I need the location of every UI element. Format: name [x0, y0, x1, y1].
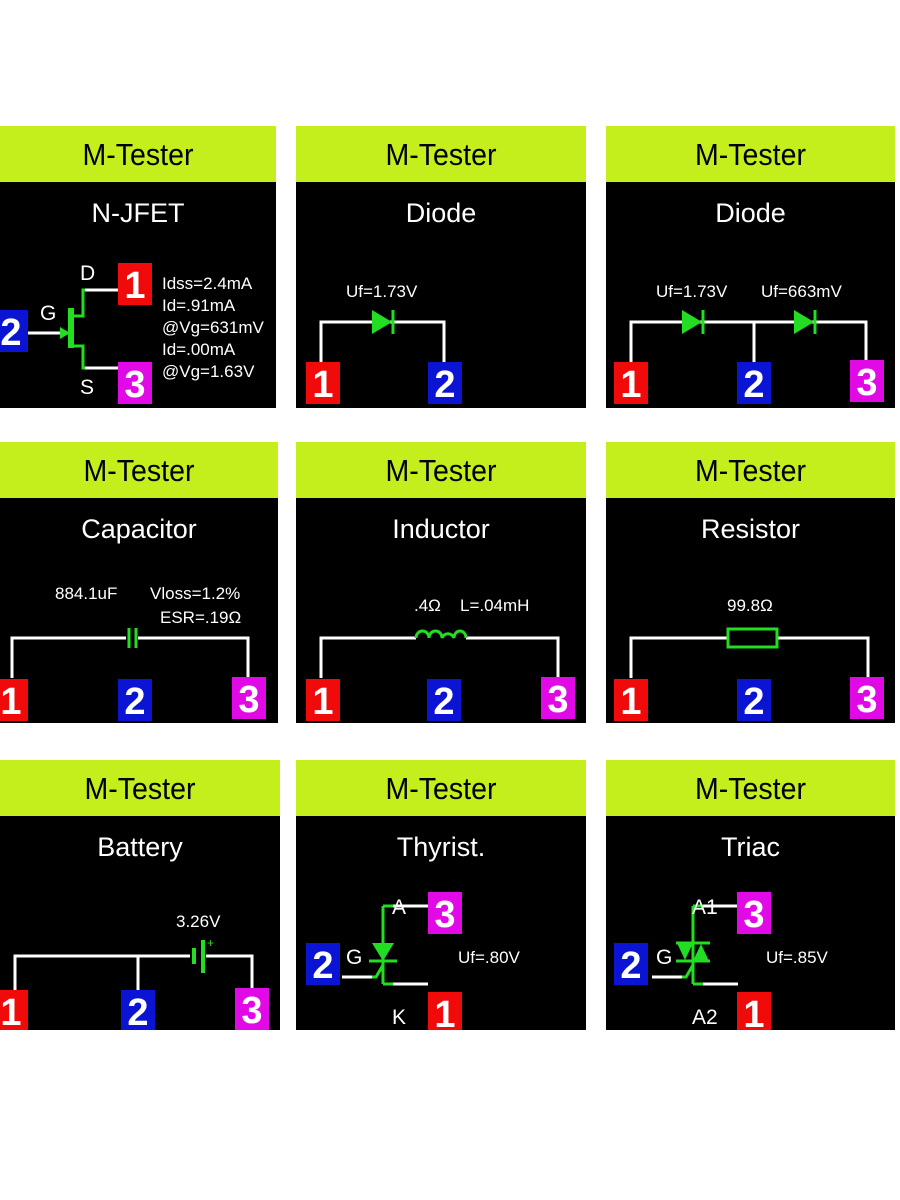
component-type: Diode [715, 198, 786, 228]
panel-header: M-Tester [307, 760, 575, 816]
source-label: S [80, 376, 95, 399]
a2-label: A2 [692, 1006, 718, 1029]
panel-header: M-Tester [617, 760, 884, 816]
panel-header: M-Tester [11, 126, 265, 182]
component-type: Capacitor [81, 514, 197, 544]
anode-label: A [392, 896, 407, 919]
panel-inductor: M-Tester Inductor .4Ω L=.04mH 1 2 3 [296, 442, 586, 723]
reading-id-2: Id=.00mA [162, 340, 236, 359]
pin-3: 3 [428, 892, 462, 936]
triac-symbol-icon [652, 904, 738, 986]
diode-symbol-icon [319, 310, 446, 362]
reading-id-1: Id=.91mA [162, 296, 236, 315]
reading-vloss: Vloss=1.2% [150, 584, 241, 603]
reading-idss: Idss=2.4mA [162, 274, 253, 293]
gate-label: G [656, 946, 673, 969]
reading-uf: Uf=.80V [458, 948, 520, 967]
reading-uf-1: Uf=1.73V [656, 282, 728, 301]
pin-1: 1 [614, 679, 648, 723]
pin-3: 3 [737, 892, 771, 936]
pin-2: 2 [614, 943, 648, 987]
panel-thyristor: M-Tester Thyrist. A G K 3 2 1 Uf=.80V [296, 760, 586, 1030]
inductor-symbol-icon [319, 629, 560, 678]
pin-1: 1 [0, 679, 28, 723]
panel-diode-single: M-Tester Diode Uf=1.73V 1 2 [296, 126, 586, 408]
component-type: Battery [97, 832, 183, 862]
jfet-symbol-icon [28, 288, 118, 370]
panel-header: M-Tester [617, 442, 884, 498]
pin-1: 1 [614, 362, 648, 406]
battery-polarity: + [207, 936, 215, 950]
panel-resistor: M-Tester Resistor 99.8Ω 1 2 3 [606, 442, 895, 723]
pin-2: 2 [428, 362, 462, 406]
reading-esr: ESR=.19Ω [160, 608, 242, 627]
pin-3: 3 [541, 677, 575, 721]
pin-1: 1 [737, 992, 771, 1030]
panel-triac: M-Tester Triac A1 G A2 3 2 1 Uf=.85V [606, 760, 895, 1030]
drain-label: D [80, 262, 96, 285]
pin-2: 2 [427, 679, 461, 723]
pin-2: 2 [306, 943, 340, 987]
component-type: Triac [721, 832, 780, 862]
pin-2: 2 [121, 990, 155, 1030]
a1-label: A1 [692, 896, 718, 919]
pin-3: 3 [235, 988, 269, 1030]
panel-header: M-Tester [11, 442, 267, 498]
reading-vg-2: @Vg=1.63V [162, 362, 255, 381]
reading-resistance: 99.8Ω [727, 596, 773, 615]
component-type: Inductor [392, 514, 490, 544]
capacitor-symbol-icon [10, 628, 250, 678]
component-type: Diode [405, 198, 477, 228]
panel-header: M-Tester [307, 126, 575, 182]
pin-2: 2 [737, 362, 771, 406]
panel-diode-double: M-Tester Diode Uf=1.73V Uf=663mV 1 2 3 [606, 126, 895, 408]
thyristor-symbol-icon [342, 904, 428, 986]
pin-1: 1 [0, 990, 28, 1030]
gate-label: G [40, 302, 57, 325]
pin-2: 2 [118, 679, 152, 723]
reading-uf-2: Uf=663mV [761, 282, 842, 301]
component-type: Thyrist. [396, 832, 486, 862]
pin-1: 1 [428, 992, 462, 1030]
pin-2: 2 [737, 679, 771, 723]
reading-uf: Uf=1.73V [346, 282, 418, 301]
component-type: N-JFET [91, 198, 185, 228]
panel-njfet: M-Tester N-JFET D G S 1 2 3 Idss=2.4mA I… [0, 126, 276, 408]
component-type: Resistor [700, 514, 801, 544]
panel-header: M-Tester [307, 442, 575, 498]
reading-vg-1: @Vg=631mV [162, 318, 264, 337]
reading-voltage: 3.26V [176, 912, 221, 931]
reading-uf: Uf=.85V [766, 948, 828, 967]
reading-capacitance: 884.1uF [55, 584, 118, 603]
reading-resistance: .4Ω [414, 596, 441, 615]
cathode-label: K [392, 1006, 407, 1029]
resistor-symbol-icon [629, 627, 870, 678]
pin-1: 1 [118, 263, 152, 307]
panel-header: M-Tester [617, 126, 884, 182]
battery-symbol-icon [13, 940, 254, 990]
reading-inductance: L=.04mH [460, 596, 530, 615]
double-diode-symbol-icon [629, 310, 868, 362]
pin-1: 1 [306, 679, 340, 723]
pin-2: 2 [0, 310, 28, 354]
pin-3: 3 [232, 677, 266, 721]
panel-header: M-Tester [11, 760, 269, 816]
panel-battery: M-Tester Battery + 3.26V 1 2 3 [0, 760, 280, 1030]
pin-1: 1 [306, 362, 340, 406]
gate-label: G [346, 946, 363, 969]
panel-capacitor: M-Tester Capacitor 884.1uF Vloss=1.2% ES… [0, 442, 278, 723]
pin-3: 3 [850, 360, 884, 404]
pin-3: 3 [118, 362, 152, 406]
pin-3: 3 [850, 677, 884, 721]
